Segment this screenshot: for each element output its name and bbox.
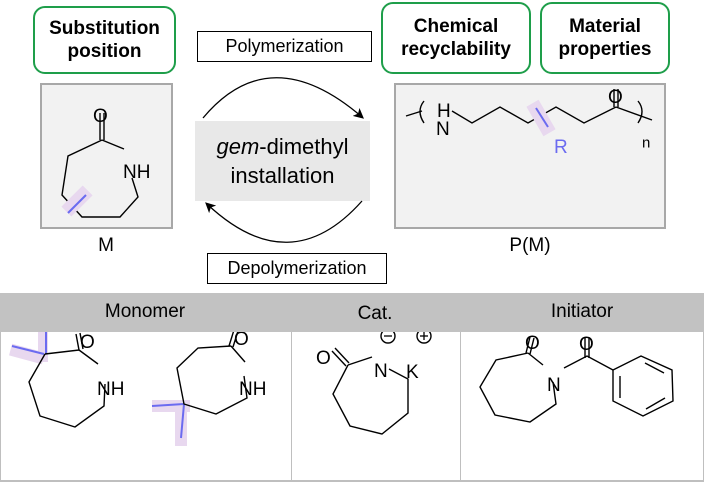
table-header: Monomer Cat. Initiator	[0, 293, 704, 332]
header-monomer: Monomer	[104, 301, 186, 322]
material-properties-pill: Material properties	[540, 2, 670, 74]
m2-oxygen: O	[234, 332, 249, 350]
monomer-cell	[0, 332, 291, 482]
monomer-oxygen: O	[93, 106, 108, 127]
initiator-structure: O O N	[479, 333, 674, 423]
center-line1: gem-dimethyl	[195, 132, 370, 161]
polymerization-arrow	[202, 77, 364, 119]
monomer-panel	[40, 83, 173, 229]
polymer-h: H	[437, 101, 451, 122]
polymer-oxygen: O	[608, 87, 623, 108]
monomer-nh: NH	[123, 162, 150, 183]
m1-nh: NH	[97, 379, 124, 400]
monomer-structure: O NH R	[61, 106, 150, 218]
m2-nh: NH	[239, 379, 266, 400]
substitution-position-pill: Substitution position	[33, 6, 176, 74]
init-oxygen-1: O	[525, 333, 540, 354]
components-table: Monomer Cat. Initiator O NH O	[0, 293, 704, 484]
center-rest: -dimethyl	[259, 134, 349, 159]
polymer-caption: P(M)	[509, 235, 551, 256]
catalyst-structure: O N K	[316, 332, 432, 435]
polymer-r: R	[554, 137, 568, 158]
polymerization-label: Polymerization	[197, 31, 372, 62]
header-catalyst: Cat.	[357, 303, 393, 324]
polymer-n: N	[436, 119, 450, 140]
cycle-arrows	[202, 77, 364, 243]
cat-n: N	[374, 361, 388, 382]
depolymerization-label: Depolymerization	[207, 253, 387, 284]
pill-line2: properties	[558, 39, 652, 60]
depolymerization-arrow	[205, 200, 363, 243]
gem-dimethyl-installation-box: gem-dimethyl installation	[195, 121, 370, 201]
init-n: N	[547, 375, 561, 396]
pill-line1: Chemical	[413, 16, 499, 37]
header-initiator: Initiator	[550, 301, 614, 322]
polymer-structure: H N O R n	[405, 87, 653, 158]
monomer-2-structure: O NH	[151, 332, 266, 446]
pill-line1: Substitution	[49, 18, 160, 39]
monomer-caption: M	[98, 235, 114, 256]
initiator-cell	[460, 332, 704, 482]
pill-line2: recyclability	[401, 39, 511, 60]
catalyst-cell	[291, 332, 460, 482]
cat-k: K	[406, 362, 419, 383]
cat-oxygen: O	[316, 348, 331, 369]
pill-line1: Material	[569, 16, 641, 37]
chemical-recyclability-pill: Chemical recyclability	[381, 2, 531, 74]
m1-oxygen: O	[80, 332, 95, 353]
monomer-1-structure: O NH	[9, 332, 124, 428]
init-oxygen-2: O	[579, 334, 594, 355]
center-italic: gem	[216, 134, 260, 159]
polymer-repeat-n: n	[642, 135, 650, 152]
center-line2: installation	[230, 163, 335, 188]
pill-line2: position	[67, 41, 142, 62]
